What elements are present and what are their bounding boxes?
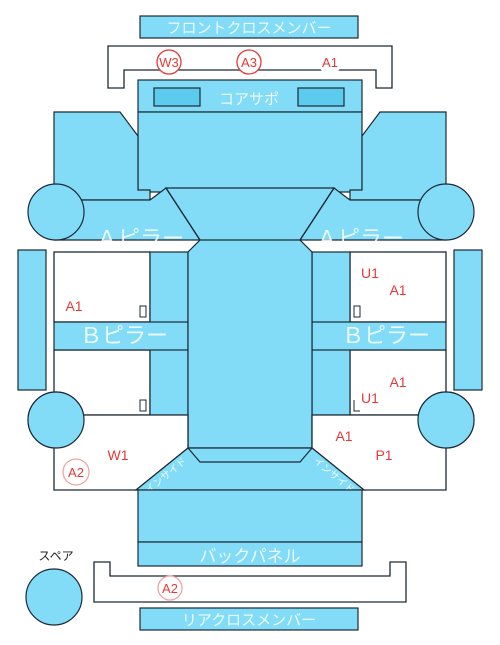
front-cross-member-panel[interactable] <box>139 15 359 39</box>
right-a1-mid-code: A1 <box>389 374 406 390</box>
left-a2-code: A2 <box>68 465 84 480</box>
front-w3-marker[interactable] <box>156 49 182 75</box>
right-front-fender[interactable] <box>349 111 447 201</box>
engine-bay-panel[interactable] <box>137 111 363 193</box>
right-side-sill[interactable] <box>453 249 483 391</box>
a-pillar-left-label: Ａピラー <box>96 227 184 252</box>
left-a2-marker[interactable] <box>62 458 90 486</box>
headlight-left <box>153 87 201 107</box>
spare-label: スペア <box>38 549 73 563</box>
right-u1-mid-code: U1 <box>361 390 379 406</box>
headlight-right <box>297 87 345 107</box>
front-w3-code: W3 <box>159 55 179 70</box>
wheel-front-right[interactable] <box>417 183 475 241</box>
core-support-label: コアサポ <box>219 90 279 108</box>
right-front-door-area[interactable] <box>349 251 447 323</box>
back-panel-label: バックパネル <box>199 547 300 567</box>
rear-floor-panel[interactable] <box>134 447 366 491</box>
wheel-rear-left-overlay <box>27 391 85 449</box>
left-rear-handle <box>139 399 147 412</box>
right-a1-top-code: A1 <box>389 282 406 298</box>
front-a3-code: A3 <box>241 55 257 70</box>
back-panel[interactable] <box>137 541 363 567</box>
front-cross-member-label: フロントクロスメンバー <box>166 19 331 37</box>
rear-bracket[interactable] <box>93 561 407 603</box>
rear-cross-member-label: リアクロスメンバー <box>182 611 316 629</box>
front-a1-marker[interactable] <box>318 50 342 74</box>
right-front-handle <box>353 305 361 318</box>
rear-cross-member-panel[interactable] <box>139 607 359 631</box>
rear-a2-code: A2 <box>162 581 178 596</box>
b-pillar-left-label: Ｂピラー <box>80 324 168 349</box>
right-p1-code: P1 <box>375 447 392 463</box>
front-a1-code: A1 <box>322 55 338 70</box>
front-a3-marker[interactable] <box>236 49 262 75</box>
spare-tire[interactable] <box>25 568 83 626</box>
left-a1-code: A1 <box>65 298 82 314</box>
right-u1-top-code: U1 <box>361 265 379 281</box>
windshield-line <box>165 187 335 241</box>
rear-window-line <box>187 447 313 463</box>
right-a1-low-code: A1 <box>335 428 352 444</box>
wheel-rear-right-overlay <box>417 391 475 449</box>
left-w1-code: W1 <box>108 447 129 463</box>
left-side-sill[interactable] <box>17 249 47 391</box>
front-bracket[interactable] <box>107 45 393 89</box>
back-panel-upper[interactable] <box>137 489 363 543</box>
left-front-door-area[interactable] <box>53 251 151 323</box>
rear-a2-marker[interactable] <box>157 575 183 601</box>
left-front-handle <box>139 305 147 318</box>
b-pillar-right-label: Ｂピラー <box>342 324 430 349</box>
a-pillar-right-label: Ａピラー <box>316 227 404 252</box>
wheel-front-left[interactable] <box>27 183 85 241</box>
right-rear-handle <box>353 400 360 412</box>
